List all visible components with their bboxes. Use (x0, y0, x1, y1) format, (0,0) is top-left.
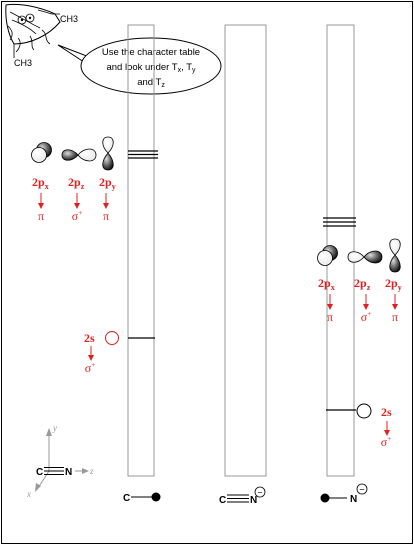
svg-text:2px: 2px (32, 175, 49, 191)
n-2s-arrow (384, 421, 390, 436)
axis-x-label: x (26, 489, 31, 499)
c-2s-arrow (88, 346, 94, 361)
c-2s-label: 2s (84, 331, 95, 345)
axes-triple-bond (44, 467, 64, 475)
caption-c-fragment: C (123, 492, 161, 504)
c-2p-levels (128, 150, 158, 159)
axis-z-label: z (89, 466, 94, 476)
n-2py-symmetry: π (392, 310, 398, 324)
svg-text:N: N (250, 495, 257, 506)
n-2s-orbital-icon (356, 403, 372, 419)
n-2s-label: 2s (381, 405, 392, 419)
axes-molecule-c: C (36, 467, 43, 478)
svg-text:2px: 2px (318, 276, 335, 292)
svg-text:2py: 2py (385, 276, 402, 292)
callout-line-2: and look under Tx, Ty (106, 62, 196, 74)
callout-line-1: Use the character table (102, 47, 200, 58)
c-2p-arrows (38, 193, 109, 209)
svg-text:2pz: 2pz (354, 276, 371, 292)
svg-text:N: N (350, 494, 357, 505)
c-2px-symmetry: π (38, 209, 44, 223)
caption-n-fragment: N − (320, 483, 368, 505)
coordinate-axes (35, 428, 89, 492)
callout-line-3: and Tz (137, 77, 165, 89)
c-2py-symmetry: π (103, 209, 109, 223)
svg-text:C: C (219, 495, 226, 506)
c-2pz-label: 2pz (68, 175, 85, 191)
c-2s-orbital-icon (105, 331, 119, 345)
column-frame-c (127, 24, 155, 477)
n-2pz-orbital-icon (347, 250, 383, 264)
n-2p-arrows (327, 294, 398, 310)
c-2pz-symmetry: σ+ (72, 209, 82, 223)
n-2px-symmetry: π (327, 310, 333, 324)
n-2pz-symmetry: σ+ (361, 310, 371, 324)
mascot-label-bottom: CH3 (14, 58, 32, 68)
c-2py-orbital-icon (102, 136, 114, 171)
mascot-illustration: CH3 CH3 (5, 3, 78, 68)
speech-bubble: Use the character table and look under T… (57, 37, 222, 95)
n-2pz-label: 2pz (354, 276, 371, 292)
c-2px-orbital-icon (31, 142, 52, 163)
n-2py-label: 2py (385, 276, 402, 292)
c-2py-label: 2py (99, 175, 116, 191)
n-2p-levels (323, 217, 356, 227)
c-2px-label: 2px (32, 175, 49, 191)
caption-cn-molecule: C N − (219, 486, 266, 506)
column-frame-cn (224, 24, 267, 477)
c-2pz-orbital-icon (61, 148, 97, 162)
svg-text:2pz: 2pz (68, 175, 85, 191)
svg-text:−: − (257, 488, 262, 498)
n-2px-label: 2px (318, 276, 335, 292)
axis-y-label: y (52, 423, 57, 433)
n-2px-orbital-icon (317, 245, 338, 266)
svg-text:2py: 2py (99, 175, 116, 191)
svg-text:C: C (123, 493, 130, 504)
n-2py-orbital-icon (389, 238, 401, 273)
n-2s-symmetry: σ+ (381, 435, 391, 449)
axes-molecule-n: N (65, 467, 72, 478)
svg-text:−: − (359, 485, 364, 495)
c-2s-symmetry: σ+ (85, 361, 95, 375)
mascot-label-top: CH3 (60, 14, 78, 24)
